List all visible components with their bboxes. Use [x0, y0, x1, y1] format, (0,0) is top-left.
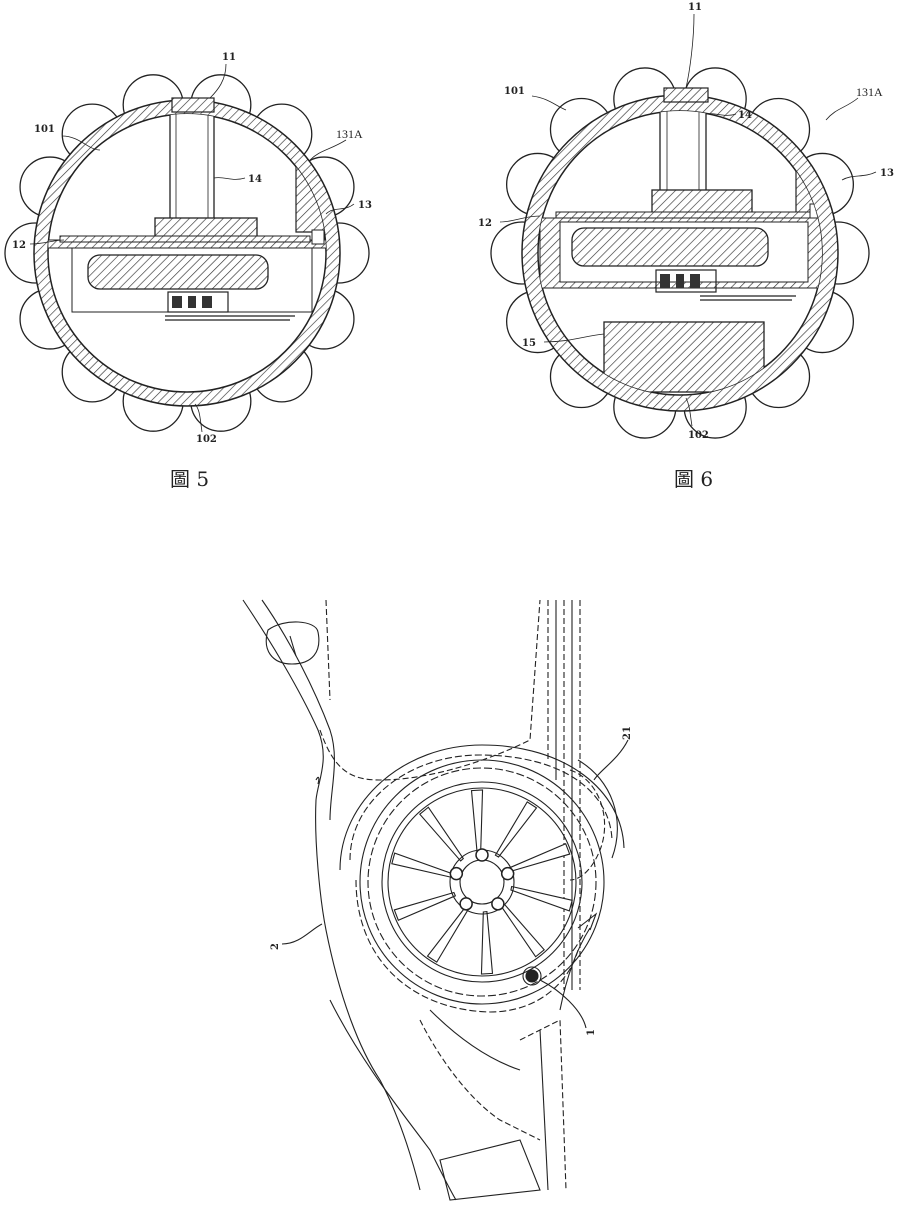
label-14: 14 — [738, 110, 752, 121]
label-11: 11 — [688, 2, 702, 13]
rim-spoke — [480, 910, 494, 975]
label-13: 13 — [880, 168, 894, 179]
weight-15 — [603, 321, 765, 393]
cap-11 — [171, 97, 215, 113]
rim-spoke — [391, 852, 454, 879]
wheel-rim-spokes — [391, 789, 573, 975]
cap-11 — [663, 87, 709, 103]
rim-spoke — [426, 906, 470, 963]
label-12: 12 — [12, 240, 26, 251]
bearing-block — [651, 189, 753, 215]
lug-nut — [459, 897, 473, 911]
shaft-14 — [169, 114, 215, 221]
label-131a: 131A — [856, 85, 883, 99]
label-131a: 131A — [336, 127, 363, 141]
lug-nut — [475, 848, 489, 862]
label-101: 101 — [34, 124, 55, 135]
circuit-board — [167, 291, 229, 313]
label-2: 2 — [270, 943, 281, 950]
label-11: 11 — [222, 52, 236, 63]
label-102: 102 — [196, 434, 217, 445]
shaft-14 — [659, 111, 707, 193]
rim-spoke — [470, 789, 484, 854]
battery-pack — [87, 254, 269, 290]
battery-pack — [571, 227, 769, 267]
device-1 — [525, 969, 539, 983]
figure-5-caption: 圖 5 — [170, 467, 209, 491]
figure-vehicle — [242, 599, 629, 1201]
figure-6-caption: 圖 6 — [674, 467, 713, 491]
rim-spoke — [494, 801, 538, 858]
circuit-board — [655, 269, 717, 293]
tire — [359, 759, 605, 1005]
label-21: 21 — [622, 726, 633, 740]
side-mirror — [265, 621, 320, 665]
lug-nut — [449, 866, 464, 881]
wheel-arch-21 — [349, 754, 613, 861]
lug-nut — [500, 866, 515, 881]
label-14: 14 — [248, 174, 262, 185]
lug-nuts — [449, 848, 515, 911]
label-1: 1 — [586, 1029, 597, 1036]
rim-spoke — [510, 885, 573, 912]
label-101: 101 — [504, 86, 525, 97]
rim-spoke — [419, 806, 465, 862]
rim-spoke — [499, 902, 545, 958]
figure-5: 11 101 131A 14 13 12 102 圖 5 — [4, 52, 372, 491]
plate-12 — [59, 235, 311, 243]
plate-12 — [555, 211, 817, 219]
label-15: 15 — [522, 338, 536, 349]
label-13: 13 — [358, 200, 372, 211]
figure-6: 11 101 131A 14 13 12 15 102 圖 6 — [478, 2, 894, 491]
rim-spoke — [507, 843, 571, 873]
label-12: 12 — [478, 218, 492, 229]
lug-nut — [491, 897, 505, 911]
label-102: 102 — [688, 430, 709, 441]
rim-spoke — [393, 891, 457, 921]
